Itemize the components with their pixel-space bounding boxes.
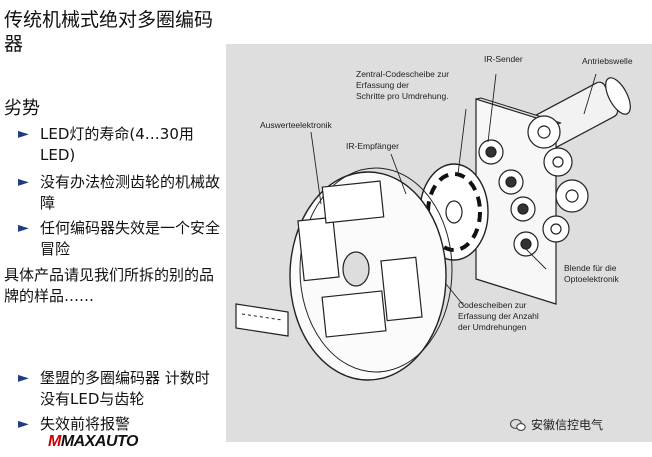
encoder-housing <box>289 167 453 381</box>
bullet-text: 堡盟的多圈编码器 计数时没有LED与齿轮 <box>40 369 210 408</box>
label-zentral-line2: Erfassung der <box>356 80 409 90</box>
triangle-bullet-icon: ► <box>18 370 29 386</box>
bullet-safety-risk: ► 任何编码器失效是一个安全冒险 <box>18 218 223 260</box>
slide-title: 传统机械式绝对多圈编码器 <box>4 9 214 55</box>
product-note: 具体产品请见我们所拆的别的品牌的样品…… <box>4 266 215 305</box>
encoder-diagram: IR-Sender Antriebswelle Zentral-Codesche… <box>226 44 652 442</box>
label-zentral-line1: Zentral-Codescheibe zur <box>356 69 449 79</box>
bullet-text: LED灯的寿命(4…30用LED) <box>40 125 194 164</box>
ribbon-connector <box>235 303 289 337</box>
leader-lines <box>310 73 597 307</box>
maxauto-logo: MMAXAUTO <box>48 433 138 450</box>
label-auswerteelektronik: Auswerteelektronik <box>260 120 333 130</box>
brand-watermark: 安徽信控电气 <box>510 416 603 433</box>
brand-name: 安徽信控电气 <box>531 418 604 432</box>
label-codescheiben-line1: Codescheiben zur <box>458 300 527 310</box>
bullet-gear-failure: ► 没有办法检测齿轮的机械故障 <box>18 172 223 214</box>
label-codescheiben-line2: Erfassung der Anzahl <box>458 311 539 321</box>
bullet-early-warning: ► 失效前将报警 <box>18 414 223 435</box>
label-blende-line1: Blende für die <box>564 263 617 273</box>
bullet-text: 任何编码器失效是一个安全冒险 <box>40 219 221 258</box>
label-antriebswelle: Antriebswelle <box>582 56 633 66</box>
triangle-bullet-icon: ► <box>18 220 29 236</box>
gear-train <box>527 115 589 243</box>
wechat-icon <box>510 418 526 431</box>
bullet-text: 没有办法检测齿轮的机械故障 <box>40 173 221 212</box>
section-heading: 劣势 <box>4 98 40 119</box>
label-blende-line2: Optoelektronik <box>564 274 620 284</box>
triangle-bullet-icon: ► <box>18 126 29 142</box>
label-ir-sender: IR-Sender <box>484 54 523 64</box>
bullet-baumer-encoder: ► 堡盟的多圈编码器 计数时没有LED与齿轮 <box>18 368 223 410</box>
label-codescheiben-line3: der Umdrehungen <box>458 322 527 332</box>
small-code-discs <box>478 139 539 257</box>
label-ir-empfaenger: IR-Empfänger <box>346 141 399 151</box>
triangle-bullet-icon: ► <box>18 174 29 190</box>
bullet-text: 失效前将报警 <box>40 415 131 433</box>
bullet-led-lifetime: ► LED灯的寿命(4…30用LED) <box>18 124 223 166</box>
triangle-bullet-icon: ► <box>18 416 29 432</box>
label-zentral-line3: Schritte pro Umdrehung. <box>356 91 449 101</box>
